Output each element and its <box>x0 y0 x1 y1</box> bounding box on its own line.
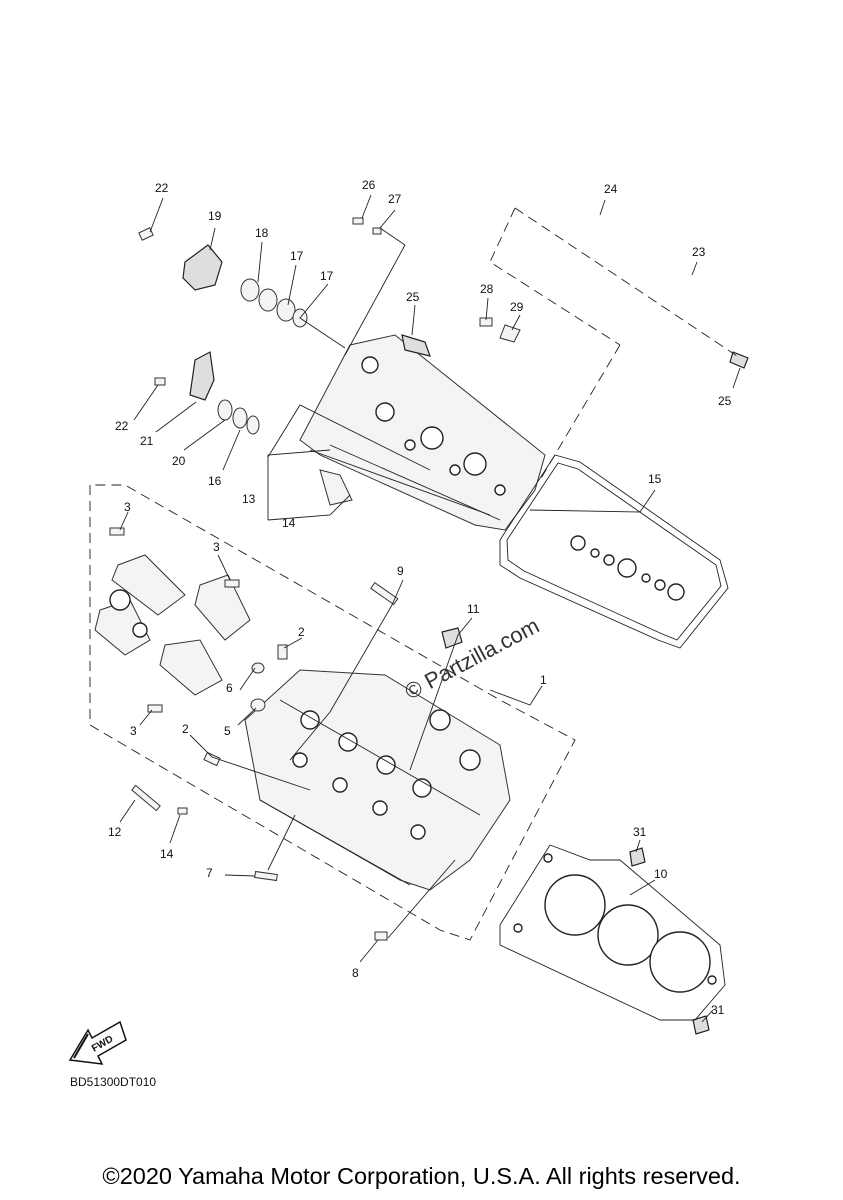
callout-7: 9 <box>397 564 404 578</box>
callout-3c: 3 <box>130 724 137 738</box>
callout-17a: 17 <box>290 249 304 263</box>
head-gasket <box>499 844 726 1021</box>
lower-leader-lines <box>119 511 714 1023</box>
cylinder-head <box>244 669 511 891</box>
callout-22b: 22 <box>115 419 129 433</box>
callout-5: 6 <box>226 681 233 695</box>
callout-22a: 22 <box>155 181 169 195</box>
callout-25: 25 <box>718 394 732 408</box>
callout-31a: 31 <box>633 825 647 839</box>
callout-19: 19 <box>208 209 222 223</box>
copyright-notice: ©2020 Yamaha Motor Corporation, U.S.A. A… <box>102 1163 741 1189</box>
callout-labels: 22 19 18 17 17 26 27 24 23 25 28 29 25 2… <box>108 178 732 1017</box>
camshaft-assembly <box>94 527 251 713</box>
callout-6: 7 <box>206 866 213 880</box>
callout-31b: 31 <box>711 1003 725 1017</box>
callout-1: 1 <box>540 673 547 687</box>
diagram-code: BD51300DT010 <box>70 1075 156 1089</box>
cylinder-head-cover <box>299 334 546 531</box>
callout-30: 29 <box>510 300 524 314</box>
callout-29: 28 <box>480 282 494 296</box>
watermark: © Partzilla.com <box>401 613 544 705</box>
callout-2a: 2 <box>298 625 305 639</box>
callout-21: 21 <box>140 434 154 448</box>
fwd-arrow-icon: FWD <box>68 1020 127 1065</box>
callout-16: 16 <box>208 474 222 488</box>
cover-gasket <box>499 454 729 649</box>
callout-11: 14 <box>160 847 174 861</box>
lower-small-parts <box>131 581 710 1035</box>
upper-leader-lines <box>133 194 741 521</box>
callout-27: 26 <box>362 178 376 192</box>
callout-9: 11 <box>467 602 480 616</box>
callout-3a: 3 <box>124 500 131 514</box>
callout-12: 10 <box>654 867 668 881</box>
callout-13: 13 <box>242 492 256 506</box>
callout-18: 18 <box>255 226 269 240</box>
callout-15: 15 <box>648 472 662 486</box>
callout-17b: 17 <box>320 269 334 283</box>
callout-3b: 3 <box>213 540 220 554</box>
upper-small-parts <box>138 217 749 506</box>
callout-14: 14 <box>282 516 296 530</box>
callout-4: 5 <box>224 724 231 738</box>
callout-20: 20 <box>172 454 186 468</box>
callout-28: 27 <box>388 192 402 206</box>
callout-23: 23 <box>692 245 706 259</box>
callout-2b: 2 <box>182 722 189 736</box>
callout-8: 8 <box>352 966 359 980</box>
callout-26: 25 <box>406 290 420 304</box>
callout-24: 24 <box>604 182 618 196</box>
callout-10: 12 <box>108 825 122 839</box>
